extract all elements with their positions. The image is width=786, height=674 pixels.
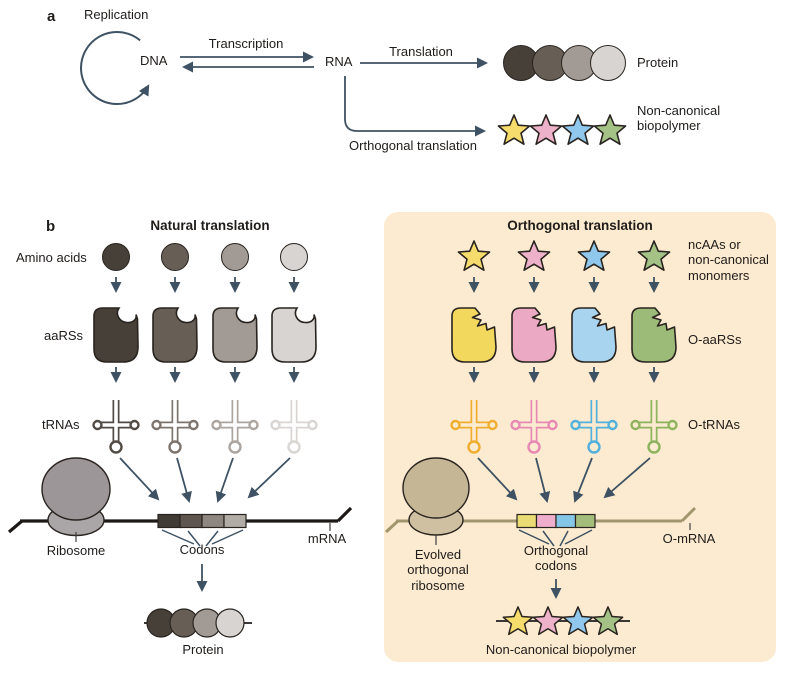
arrows-otrna-to-ocodons <box>477 457 651 503</box>
label-amino-acids: Amino acids <box>16 250 87 265</box>
label-orthogonal-codons: Orthogonal codons <box>523 543 589 574</box>
protein-chain <box>144 608 252 638</box>
label-codons: Codons <box>179 542 225 557</box>
replication-cycle-arrow <box>80 31 150 105</box>
label-protein-panel-a: Protein <box>637 55 679 70</box>
trna-shapes <box>92 400 318 454</box>
label-aarss: aaRSs <box>44 328 84 343</box>
panel-a-letter: a <box>47 8 56 25</box>
label-ncaas: ncAAs or non-canonical monomers <box>688 237 769 283</box>
panel-b-letter: b <box>46 218 56 235</box>
arrows-ncaa-to-oaars <box>468 277 660 293</box>
label-rna: RNA <box>325 54 353 69</box>
aars-blobs <box>93 307 317 363</box>
label-evolved-orthogonal-ribosome: Evolved orthogonal ribosome <box>407 547 469 593</box>
label-o-mrna: O-mRNA <box>662 531 716 546</box>
arrows-amino-to-aars-left <box>110 277 300 293</box>
label-protein-panel-b: Protein <box>182 642 224 657</box>
title-natural-translation: Natural translation <box>150 218 270 233</box>
label-transcription: Transcription <box>208 36 284 51</box>
label-o-trnas: O-tRNAs <box>688 417 740 432</box>
label-ribosome: Ribosome <box>46 543 106 558</box>
label-translation: Translation <box>389 44 453 59</box>
arrows-aars-to-trna-left <box>110 367 300 383</box>
label-mrna: mRNA <box>307 531 347 546</box>
biopolymer-stars-panel-a <box>497 114 627 145</box>
label-o-aarss: O-aaRSs <box>688 332 742 347</box>
label-dna: DNA <box>140 53 168 68</box>
arrows-oaars-to-otrna <box>468 367 660 383</box>
label-orthogonal-translation-panel-a: Orthogonal translation <box>349 138 477 153</box>
ribosome <box>41 457 111 537</box>
label-non-canonical-biopolymer-panel-a: Non-canonical biopolymer <box>637 103 721 134</box>
codon-segments <box>157 513 247 529</box>
codon-fan-lines-right <box>518 529 593 547</box>
transcription-arrows <box>180 51 314 73</box>
label-replication: Replication <box>84 7 149 22</box>
codon-fan-lines-left <box>161 529 244 547</box>
biopolymer-star-chain <box>496 606 630 636</box>
orthogonal-codon-segments <box>516 513 596 529</box>
arrows-trna-to-codons-left <box>119 457 291 503</box>
orthogonal-translation-arrow <box>344 76 486 137</box>
label-trnas: tRNAs <box>42 417 80 432</box>
amino-acid-circles <box>102 243 308 271</box>
label-non-canonical-biopolymer-panel-b: Non-canonical biopolymer <box>485 642 637 657</box>
title-orthogonal-translation: Orthogonal translation <box>507 218 653 233</box>
evolved-orthogonal-ribosome <box>402 457 470 536</box>
protein-circles-panel-a <box>503 45 626 81</box>
